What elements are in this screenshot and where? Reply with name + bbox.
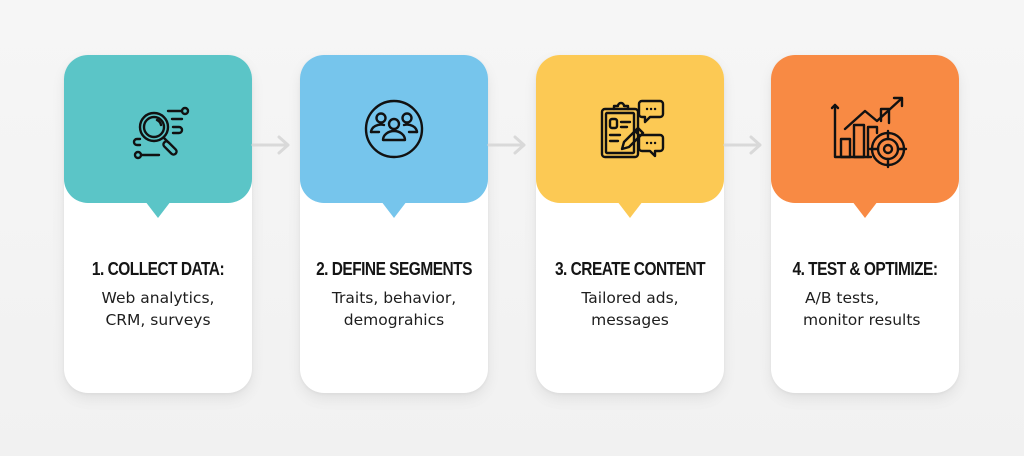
arrow-right-icon	[487, 132, 529, 158]
step-pointer	[617, 201, 643, 218]
step-desc-line: Traits, behavior,	[331, 289, 457, 307]
step-header	[64, 55, 252, 203]
step-pointer	[145, 201, 171, 218]
step-pointer	[381, 201, 407, 218]
arrow-right-icon	[723, 132, 765, 158]
step-title: 2. DEFINE SEGMENTS	[316, 259, 472, 279]
step-description: Tailored ads, messages	[536, 287, 724, 331]
step-header	[536, 55, 724, 203]
step-description: A/B tests, monitor results	[771, 287, 959, 331]
step-card-create-content: 3. CREATE CONTENT Tailored ads, messages	[536, 55, 724, 393]
arrow-right-icon	[251, 132, 293, 158]
step-desc-line: Tailored ads,	[581, 289, 679, 307]
step-title: 3. CREATE CONTENT	[554, 259, 706, 279]
magnifier-data-icon	[112, 83, 204, 175]
step-pointer	[852, 201, 878, 218]
step-description: Web analytics, CRM, surveys	[64, 287, 252, 331]
step-title: 4. TEST & OPTIMIZE:	[792, 259, 938, 279]
step-desc-line: CRM, surveys	[105, 311, 211, 329]
step-desc-line: demograhics	[343, 311, 445, 329]
step-desc-line: monitor results	[803, 311, 921, 329]
step-card-test-optimize: 4. TEST & OPTIMIZE: A/B tests, monitor r…	[771, 55, 959, 393]
step-card-define-segments: 2. DEFINE SEGMENTS Traits, behavior, dem…	[300, 55, 488, 393]
chart-target-icon	[819, 83, 911, 175]
step-description: Traits, behavior, demograhics	[300, 287, 488, 331]
step-desc-line: messages	[591, 311, 669, 329]
step-title: 1. COLLECT DATA:	[91, 259, 225, 279]
user-group-icon	[348, 83, 440, 175]
step-card-collect-data: 1. COLLECT DATA: Web analytics, CRM, sur…	[64, 55, 252, 393]
clipboard-chat-icon	[584, 83, 676, 175]
step-header	[771, 55, 959, 203]
step-desc-line: Web analytics,	[101, 289, 215, 307]
step-header	[300, 55, 488, 203]
step-desc-line: A/B tests,	[805, 289, 880, 307]
